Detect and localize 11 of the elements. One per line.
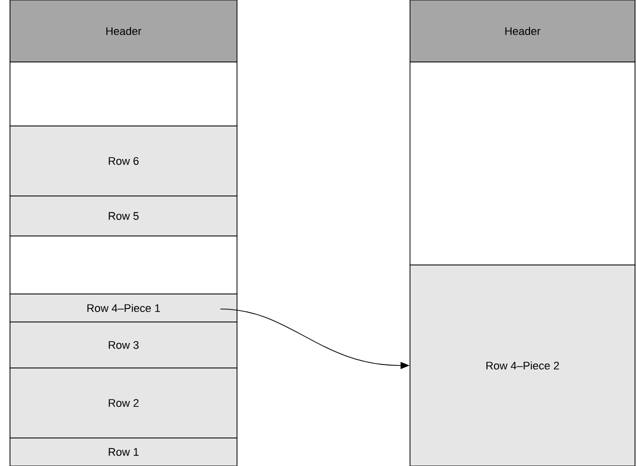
empty-row: [410, 62, 636, 266]
row-cell: Row 4–Piece 1: [10, 294, 238, 322]
row-cell: Row 5: [10, 196, 238, 236]
header-cell: Header: [10, 0, 238, 62]
header-cell: Header: [410, 0, 636, 62]
row-cell: Row 1: [10, 438, 238, 466]
empty-row: [10, 62, 238, 126]
row-cell: Row 6: [10, 126, 238, 196]
empty-row: [10, 236, 238, 294]
row-cell: Row 3: [10, 322, 238, 368]
row-cell: Row 4–Piece 2: [410, 264, 636, 466]
